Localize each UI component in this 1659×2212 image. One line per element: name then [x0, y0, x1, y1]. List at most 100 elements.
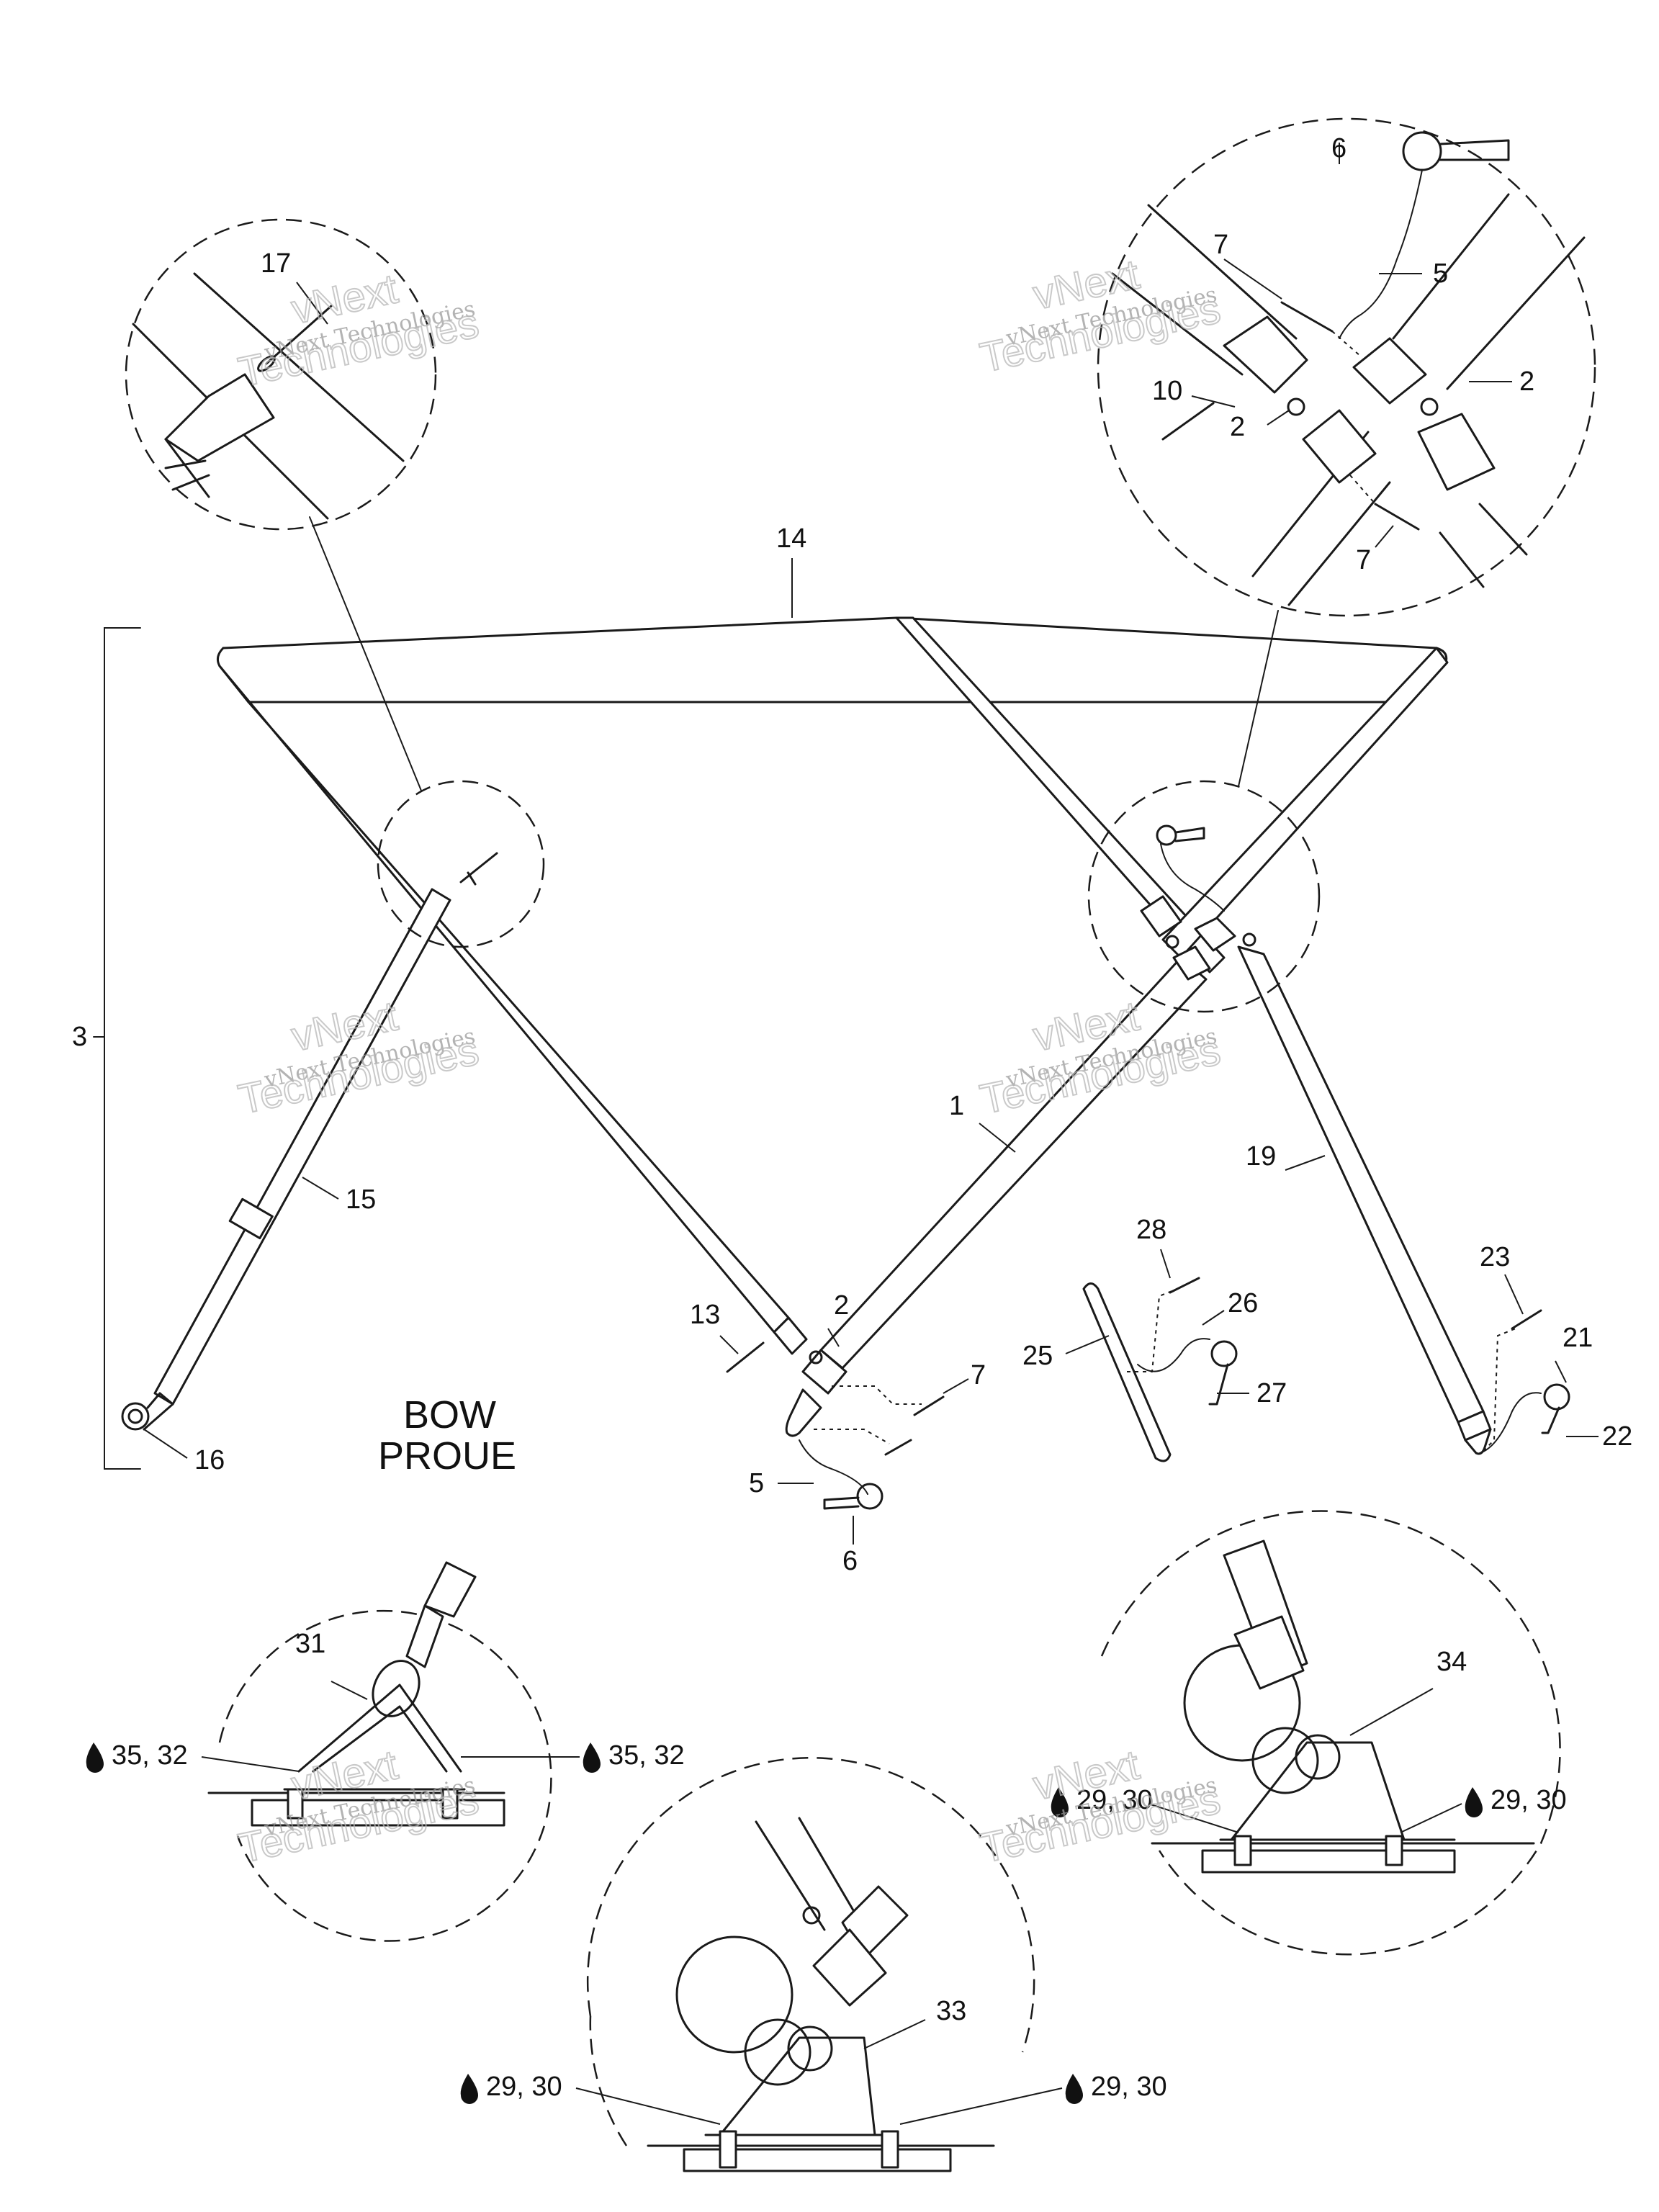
- strap-end-lower: [423, 1561, 477, 1618]
- eye-strap-31: [297, 1683, 462, 1773]
- rivet-7-main-upper: [913, 1395, 945, 1416]
- callout-2-detail-left: 2: [1230, 412, 1245, 442]
- detail-bow-deck-hinge: 33 29, 30 29, 30: [460, 1757, 1167, 2172]
- lanyard-21: [1479, 1392, 1542, 1454]
- left-bow-end-fitting: [773, 1316, 808, 1355]
- callout-35-32-right: 35, 32: [608, 1740, 685, 1771]
- pin-27: [1208, 1363, 1229, 1406]
- detail-rivet-7-lower: [1374, 503, 1420, 531]
- detail-strut-fitting: [1417, 413, 1496, 491]
- dimension-bracket-3: 3: [72, 627, 141, 1470]
- deck-hinge-34: [1230, 1741, 1406, 1841]
- callout-3: 3: [72, 1022, 87, 1052]
- callout-29-30-bottom-a: 29, 30: [486, 2072, 562, 2102]
- hinge-pivot-left: [1165, 935, 1179, 949]
- bimini-frame: [121, 616, 1492, 1455]
- hinge-ring: [1251, 1727, 1319, 1794]
- callout-29-30-right-b: 29, 30: [1491, 1785, 1567, 1815]
- detail-hinge-assembly: 6 7 5 10 2 2 7: [1097, 117, 1596, 617]
- callout-27: 27: [1256, 1378, 1287, 1408]
- canvas-top-edge: [222, 616, 1438, 649]
- callout-14: 14: [776, 523, 806, 554]
- screw-right-33: [881, 2130, 899, 2169]
- drop-icon: [583, 1743, 601, 1773]
- screw-left-34: [1233, 1835, 1252, 1866]
- drop-icon: [460, 2074, 478, 2104]
- callout-7-lower: 7: [1356, 545, 1371, 575]
- snap-hook: [405, 1604, 444, 1668]
- lanyard-26: [1137, 1338, 1210, 1372]
- drop-icon: [1065, 2074, 1083, 2104]
- detail-sleeve-right: [1352, 337, 1427, 405]
- hinge-pivot-lower: [809, 1350, 823, 1364]
- callout-26: 26: [1228, 1288, 1258, 1318]
- watermark-group: vNext Technologies vNext Technologies vN…: [234, 250, 1226, 1873]
- center-bow-upper-tube: [895, 616, 1226, 974]
- callout-17: 17: [261, 248, 291, 279]
- front-strap-15: [153, 888, 451, 1406]
- bow-label: BOW: [403, 1393, 496, 1437]
- hinge-pivot-right: [1242, 932, 1256, 947]
- screw-left: [287, 1788, 304, 1820]
- deck-hinge-33: [719, 2036, 876, 2136]
- pin-ring-21: [1543, 1383, 1570, 1411]
- screw-left-33: [719, 2130, 737, 2169]
- pin-ring-6-main: [856, 1483, 884, 1510]
- callout-22: 22: [1602, 1421, 1632, 1452]
- callout-5-detail: 5: [1433, 258, 1448, 289]
- canvas-top: [216, 647, 1448, 703]
- left-bow-tube: [218, 665, 790, 1334]
- pin-22: [1541, 1406, 1560, 1434]
- detail-pin-ring-6: [1402, 131, 1442, 171]
- callout-7-main: 7: [971, 1360, 986, 1390]
- hinge-ring-33: [744, 2018, 811, 2086]
- rivet-23: [1511, 1309, 1542, 1330]
- hinge-sleeve-upper-left: [1140, 895, 1182, 938]
- hinge-sleeve-center: [1172, 945, 1211, 981]
- callout-21: 21: [1563, 1323, 1593, 1353]
- detail-sleeve-center: [1302, 409, 1377, 484]
- lanyard-loop-33: [675, 1936, 793, 2054]
- lanyard-small: [1160, 843, 1225, 912]
- bow-fitting-33: [812, 1928, 887, 2007]
- callout-35-32-left: 35, 32: [112, 1740, 188, 1771]
- rivet-13: [726, 1341, 765, 1373]
- detail-strut-deck-hinge: 34 29, 30 29, 30: [1051, 1510, 1567, 1956]
- drop-icon: [1465, 1787, 1483, 1817]
- detail-rivet-7-upper: [1280, 301, 1334, 333]
- rivet-17-shank: [459, 852, 498, 884]
- strap-eye-inner: [127, 1408, 143, 1424]
- callout-6-detail: 6: [1331, 133, 1346, 163]
- pin-ring-26: [1210, 1340, 1238, 1367]
- rivet-17-head: [467, 871, 477, 886]
- mount-deck: [251, 1799, 505, 1827]
- callout-33: 33: [936, 1996, 966, 2026]
- detail-marker-left: [377, 780, 545, 948]
- detail-rivet-17: [265, 305, 333, 365]
- rivet-28: [1169, 1277, 1200, 1294]
- bow-tube-edge-right: [798, 1817, 862, 1924]
- strut-sleeve-detail: [1233, 1615, 1305, 1690]
- main-bow-tube-1: [819, 956, 1208, 1370]
- callout-34: 34: [1437, 1647, 1467, 1677]
- pin-6-main: [823, 1496, 860, 1510]
- detail-strap-rivet: 17: [125, 218, 437, 531]
- callout-1: 1: [949, 1091, 964, 1121]
- callout-7-upper: 7: [1213, 230, 1228, 260]
- detail-pin-6: [1439, 139, 1510, 161]
- detail-link-left: [309, 516, 422, 791]
- lower-deck-fitting: [785, 1388, 822, 1437]
- callout-31: 31: [295, 1629, 325, 1659]
- detail-sleeve-left: [1223, 315, 1308, 394]
- callout-10: 10: [1152, 376, 1182, 406]
- strap-eye-16: [121, 1402, 150, 1431]
- rivet-7-main-lower: [884, 1439, 912, 1456]
- strap-end: [143, 1392, 174, 1431]
- callout-16: 16: [194, 1445, 225, 1475]
- proue-label: PROUE: [378, 1434, 516, 1478]
- callout-2-detail-right: 2: [1519, 367, 1534, 397]
- callout-6-main: 6: [842, 1546, 858, 1576]
- drop-icon: [1051, 1787, 1069, 1817]
- eye-loop: [372, 1660, 421, 1717]
